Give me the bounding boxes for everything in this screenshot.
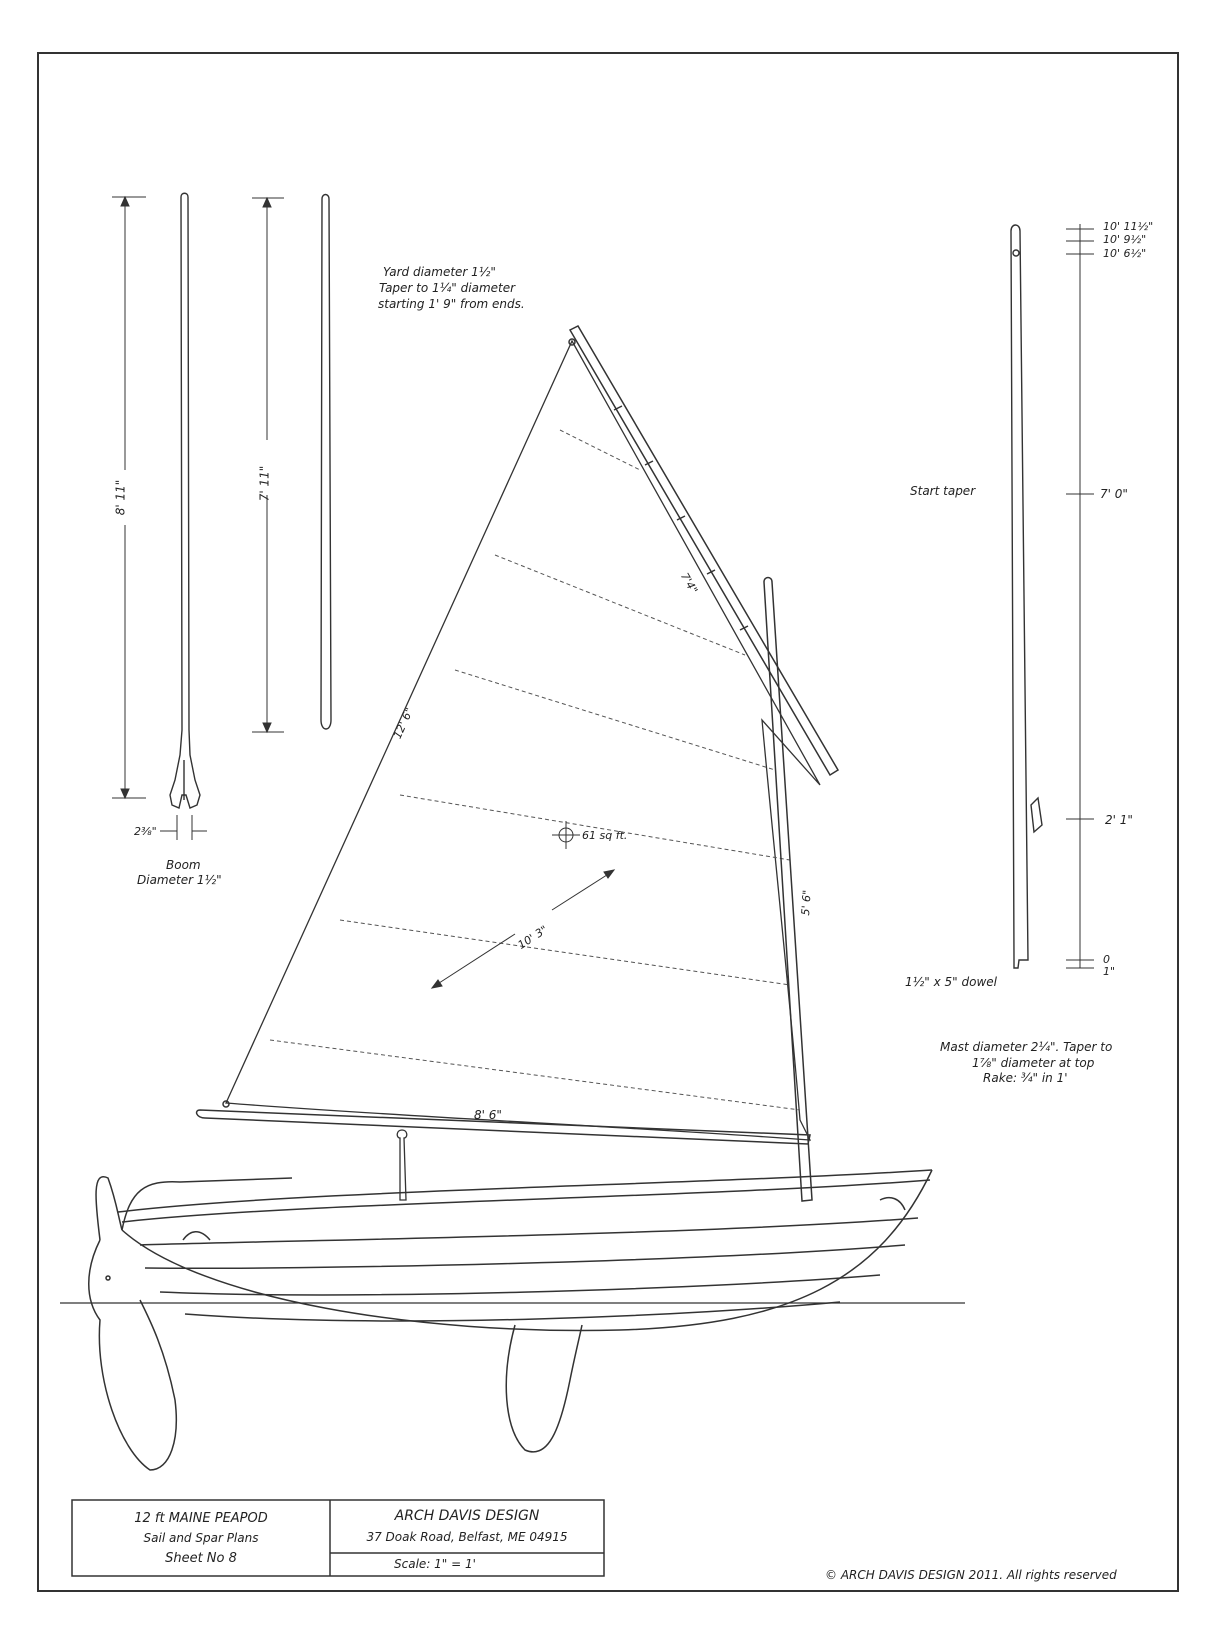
boom-on-boat [195,338,811,1145]
mast-dim-top3: 10' 6½" [1103,247,1147,260]
sail-outline [225,339,821,1141]
boat-name: 12 ft MAINE PEAPOD [134,1511,268,1526]
designer-address: 37 Doak Road, Belfast, ME 04915 [366,1530,568,1544]
mast-spec-line2: 1⅞" diameter at top [972,1056,1095,1070]
yard-note-line1: Yard diameter 1½" [383,265,496,279]
mast-on-boat [763,576,813,1202]
yard-on-sail [568,325,840,777]
sheet-border [37,52,1179,1592]
center-of-effort-icon [552,821,580,849]
dowel-label: 1½" x 5" dowel [905,975,997,989]
yard-drawing [320,193,332,730]
hull-drawing [95,1169,933,1332]
scale-label: Scale: 1" = 1' [394,1557,476,1571]
sail-diagonal-dim [430,869,616,989]
boom-label: Boom [166,858,201,872]
copyright-notice: © ARCH DAVIS DESIGN 2011. All rights res… [825,1568,1117,1582]
sheet-number: Sheet No 8 [165,1551,237,1566]
mast-dim-1: 1" [1103,965,1116,978]
yard-note-line2: Taper to 1¼" diameter [379,281,516,295]
boom-length-label: 8' 11" [113,479,128,516]
yard-note-line3: starting 1' 9" from ends. [378,297,525,311]
mast-spec-line3: Rake: ¾" in 1' [983,1071,1068,1085]
sail-area-label: 61 sq ft. [582,829,628,842]
rudder-drawing [88,1239,177,1471]
mast-dim-top1: 10' 11½" [1103,220,1154,233]
mast-dim-top2: 10' 9½" [1103,233,1147,246]
mast-spec-line1: Mast diameter 2¼". Taper to [940,1040,1113,1054]
mast-height-dim-label: 5' 6" [798,889,814,916]
drawing-subtitle: Sail and Spar Plans [143,1531,259,1545]
mast-drawing [1010,224,1043,969]
yard-length-label: 7' 11" [257,465,272,502]
tiller-drawing [396,1129,408,1201]
yard-length-dim [252,196,284,734]
mast-dim-0: 0 [1103,953,1110,966]
designer-name: ARCH DAVIS DESIGN [394,1508,540,1524]
sail-seams [269,429,801,1111]
start-taper-label: Start taper [910,484,976,498]
mast-dims [1066,224,1094,969]
boom-drawing [169,192,201,809]
boom-length-dim [112,195,146,800]
title-block-lines [71,1499,605,1577]
boom-width-label: 2⅜" [134,825,157,838]
boom-width-dim [160,815,207,840]
foot-dim-label: 8' 6" [474,1108,502,1122]
mast-dim-21: 2' 1" [1105,813,1133,827]
centerboard-drawing [505,1324,583,1453]
boom-diameter-label: Diameter 1½" [137,873,222,887]
mast-dim-70: 7' 0" [1100,487,1128,501]
